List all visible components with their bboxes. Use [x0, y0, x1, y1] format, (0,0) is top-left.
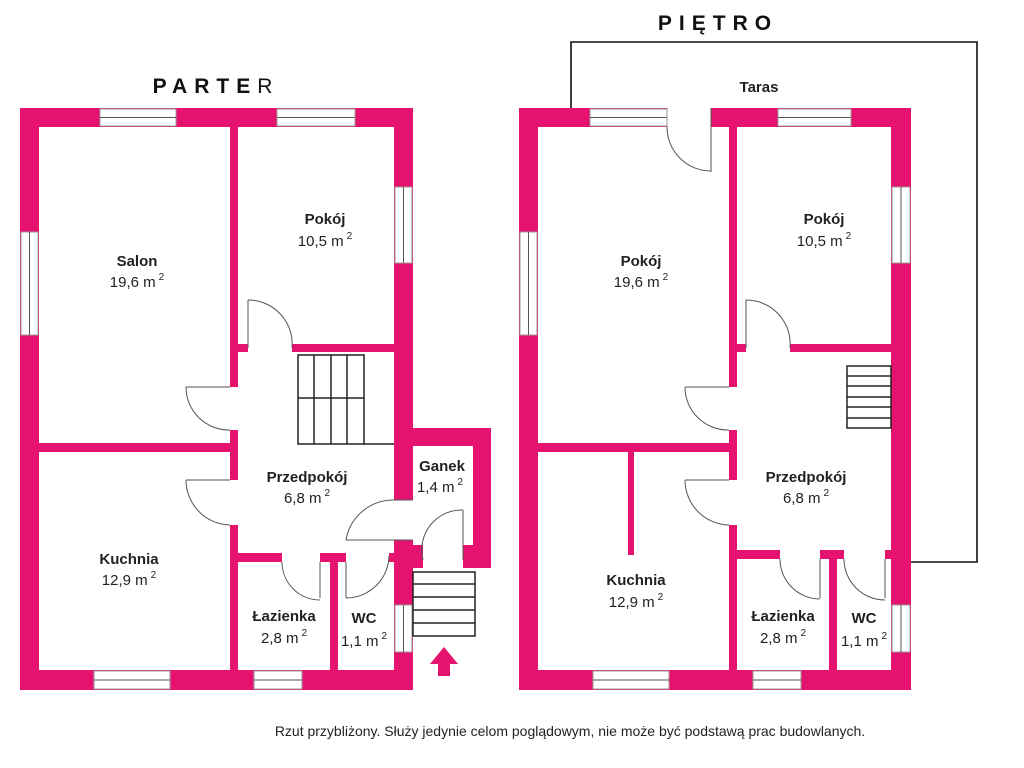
room-name-przedpokoj: Przedpokój: [267, 469, 348, 486]
door-upper-kuchnia-swing: [684, 479, 730, 526]
upper-wall-bath-wc: [829, 559, 837, 670]
ground-wall-left: [20, 108, 39, 690]
door-kuchnia-swing: [185, 479, 231, 526]
door-entrance-swing: [421, 509, 464, 561]
upper-wall-pokoj-bottom-a: [737, 344, 746, 352]
porch-wall-stub-left: [413, 545, 423, 568]
room-name-lazienka: Łazienka: [252, 608, 316, 625]
terrace-door-swing: [666, 126, 712, 172]
ground-wall-bath-top-b: [320, 553, 346, 562]
room-name-upper-wc: WC: [852, 610, 877, 627]
porch-opening: [394, 500, 413, 540]
ground-floor-title: PARTER: [153, 75, 280, 98]
porch-wall-corner: [394, 545, 413, 563]
terrace-label: Taras: [740, 79, 779, 96]
upper-wall-left: [519, 108, 538, 690]
room-name-upper-lazienka: Łazienka: [751, 608, 815, 625]
door-upper-pokoj-swing: [745, 299, 791, 349]
upper-wall-kuchnia-partition: [628, 452, 634, 555]
ground-wall-salon-kuchnia: [39, 443, 230, 452]
ground-wall-hall-left-bottom: [230, 525, 238, 670]
room-name-wc: WC: [352, 610, 377, 627]
upper-wall-hall-left-bottom: [729, 525, 737, 670]
upper-wall-hall-left-mid: [729, 430, 737, 480]
ground-wall-bath-top-c: [389, 553, 394, 562]
door-pokoj-swing: [247, 299, 293, 349]
ground-wall-hall-left-top: [230, 347, 238, 387]
door-upper-pokoj-large-swing: [684, 386, 730, 431]
upper-floor-title: PIĘTRO: [658, 12, 778, 35]
disclaimer-text: Rzut przybliżony. Służy jedynie celom po…: [275, 723, 865, 739]
door-upper-wc-swing: [843, 558, 886, 601]
door-lazienka-swing: [281, 561, 321, 601]
room-name-salon: Salon: [117, 253, 158, 270]
ground-wall-bath-top-a: [238, 553, 282, 562]
door-wc-swing: [345, 555, 390, 599]
ground-wall-hall-left-mid: [230, 430, 238, 480]
upper-wall-bottom: [519, 670, 911, 690]
ground-staircase: [297, 354, 394, 445]
upper-wall-bath-top-b: [820, 550, 844, 559]
room-name-ganek: Ganek: [419, 458, 466, 475]
room-name-kuchnia: Kuchnia: [99, 551, 159, 568]
porch-wall-right: [473, 428, 491, 568]
ground-wall-bath-wc: [330, 562, 338, 670]
door-upper-lazienka-swing: [779, 558, 821, 600]
room-name-upper-przedpokoj: Przedpokój: [766, 469, 847, 486]
room-name-upper-pokoj: Pokój: [804, 211, 845, 228]
upper-wall-pokoj-bottom-b: [790, 344, 891, 352]
ground-wall-salon-pokoj: [230, 127, 238, 347]
arrow-up-icon: [430, 647, 458, 676]
ground-wall-pokoj-bottom-a: [238, 344, 248, 352]
upper-wall-pokoj-pokoj: [729, 127, 737, 347]
door-porch-inner-swing: [345, 499, 395, 541]
upper-wall-hall-left-top: [729, 347, 737, 387]
upper-wall-bath-top-c: [885, 550, 891, 559]
upper-wall-top: [519, 108, 911, 127]
ground-wall-pokoj-bottom-b: [292, 344, 394, 352]
ground-wall-bottom: [20, 670, 413, 690]
room-name-pokoj: Pokój: [305, 211, 346, 228]
door-salon-swing: [185, 386, 231, 431]
porch-wall-stub-right: [463, 545, 473, 568]
room-name-upper-kuchnia: Kuchnia: [606, 572, 666, 589]
upper-wall-pokoj-kuchnia: [538, 443, 729, 452]
steps-outline: [412, 571, 476, 637]
porch-wall-top: [413, 428, 491, 446]
room-name-pokoj-large: Pokój: [621, 253, 662, 270]
upper-wall-bath-top-a: [737, 550, 780, 559]
upper-floor: Taras: [519, 12, 978, 690]
terrace-door-opening: [667, 107, 711, 128]
entrance-steps: [412, 571, 476, 637]
terrace-outline: [570, 41, 978, 563]
upper-staircase: [846, 365, 892, 429]
